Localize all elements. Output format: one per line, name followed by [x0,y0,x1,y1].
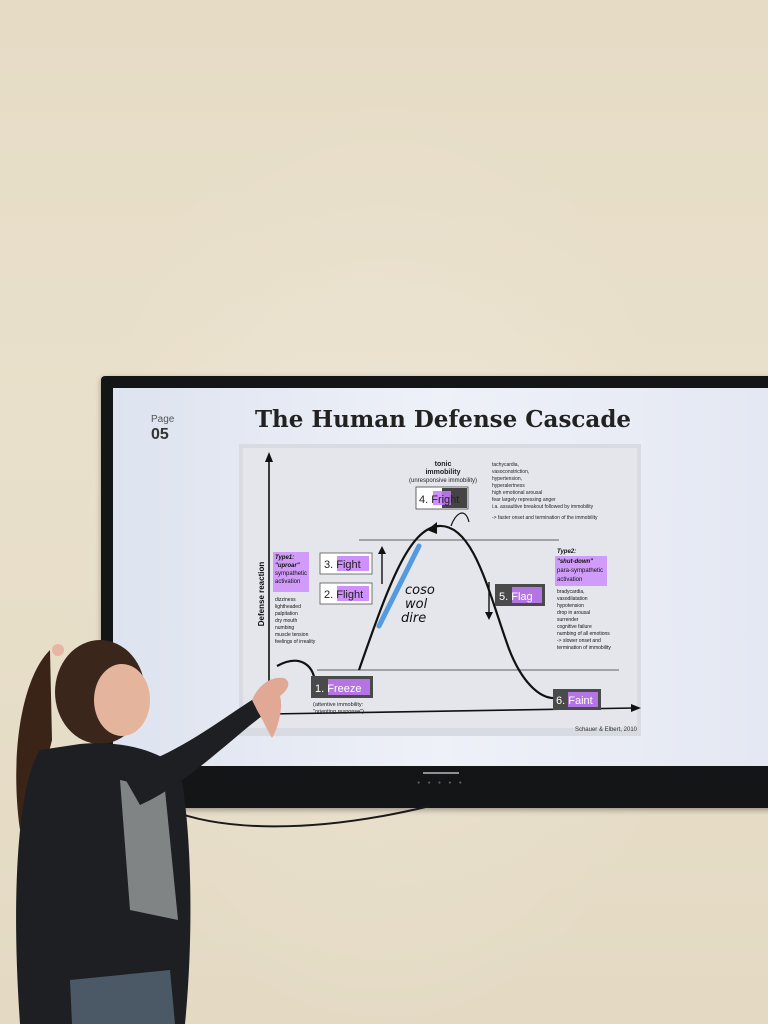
x-axis-arrow [631,704,641,712]
type1-symptom: dry mouth [275,618,297,624]
fright-highlight [433,491,451,505]
handwriting-line: coso [405,583,435,598]
type1-symptom: numbing [275,625,294,631]
type1-symptom: dizziness [275,597,296,603]
flight-stage-label: 2. Flight [324,589,363,601]
y-axis-label: Defense reaction [257,562,266,627]
presenter-person [16,640,289,1024]
type1-block: Type1: "uproar" sympathetic activation d… [275,555,316,645]
type2-block: Type2: "shut-down" para-sympathetic acti… [557,549,611,651]
type2-symptom: vasodilatation [557,596,588,602]
type1-symptom: lightheaded [275,604,301,610]
pointing-hand [252,677,289,738]
type1-activation: activation [275,579,300,585]
type2-symptom: numbing of all emotions [557,631,610,637]
type2-activation: activation [557,577,582,583]
tv-monitor: Page 05 The Human Defense Cascade Defens… [101,376,768,808]
ponytail [16,650,52,830]
type2-symptom: termination of immobility [557,645,611,651]
slide-title: The Human Defense Cascade [254,406,632,433]
note-line: tachycardia, [492,462,519,468]
defense-cascade-diagram: Defense reaction tonic immobility (unres… [239,444,641,736]
tonic-label: tonic [435,461,452,468]
note-line: fear largely repressing anger [492,497,556,503]
y-axis-arrow [265,452,273,462]
tv-screen: Page 05 The Human Defense Cascade Defens… [113,388,768,766]
immobility-label: immobility [425,469,460,476]
note-line: i.a. assaultive breakout followed by imm… [492,504,594,510]
handdrawn-arrow-top [450,512,470,527]
note-line: -> faster onset and termination of the i… [492,515,598,521]
sweater-pattern [120,780,178,920]
type1-title: Type1: [275,555,294,561]
fight-highlight [337,556,369,571]
brand-logo-mark [423,772,459,774]
fright-stage-label: 4. Fright [419,494,459,506]
face [94,664,150,736]
faint-highlight [568,692,598,707]
page-label: Page [151,414,175,425]
type2-symptom: hypotension [557,603,584,609]
type1-symptom: feelings of irreality [275,639,316,645]
type2-parasympathetic: para-sympathetic [557,568,603,574]
top-right-notes: tachycardia, vasoconstriction, hypertens… [492,462,598,521]
note-line: hypertension, [492,476,522,482]
tv-brand-logo [101,770,768,778]
up-arrow-head [378,546,386,554]
flight-highlight [337,586,369,601]
curve-arrowhead [427,522,437,534]
extended-arm [120,698,262,805]
tv-cable [169,805,431,828]
type2-symptom: surrender [557,617,579,623]
note-line: hyperalertness [492,483,525,489]
type1-highlight [273,552,309,592]
type1-sympathetic: sympathetic [275,571,307,577]
fight-stage-label: 3. Fight [324,559,361,571]
type2-title: Type2: [557,549,576,555]
type2-symptom: drop in arousal [557,610,590,616]
flag-stage-label: 5. Flag [499,591,533,603]
handwritten-note: coso wol dire [401,583,435,626]
type2-symptom: -> slower onset and [557,638,601,644]
flag-highlight [512,587,542,603]
type2-symptom: bradycardia, [557,589,585,595]
type1-uproar: "uproar" [275,563,300,569]
freeze-stage-label: 1. Freeze [315,683,361,695]
down-arrow-head [485,612,493,620]
freeze-subtitle-1: (attentive immobility: [313,702,364,708]
unresponsive-immobility-label: (unresponsive immobility) [409,478,477,484]
page-number: 05 [151,426,169,443]
hair-clip [52,644,64,656]
citation: Schauer & Elbert, 2010 [575,727,638,733]
note-line: high emotional arousal [492,490,542,496]
type2-symptom: cognitive failure [557,624,592,630]
handwriting-line: wol [405,597,428,612]
handwriting-line: dire [401,611,426,626]
type2-highlight [555,556,607,586]
type2-shutdown: "shut-down" [557,559,593,565]
note-line: vasoconstriction, [492,469,529,475]
type1-symptom: muscle tension [275,632,309,638]
blue-highlighter-mark [376,543,422,629]
faint-stage-label: 6. Faint [556,695,593,707]
jeans [70,970,175,1024]
freeze-subtitle-2: "orienting response") [313,709,364,715]
type1-symptom: palpitation [275,611,298,617]
tv-indicator-lights: ● ● ● ● ● [417,780,465,786]
freeze-highlight [328,679,370,695]
